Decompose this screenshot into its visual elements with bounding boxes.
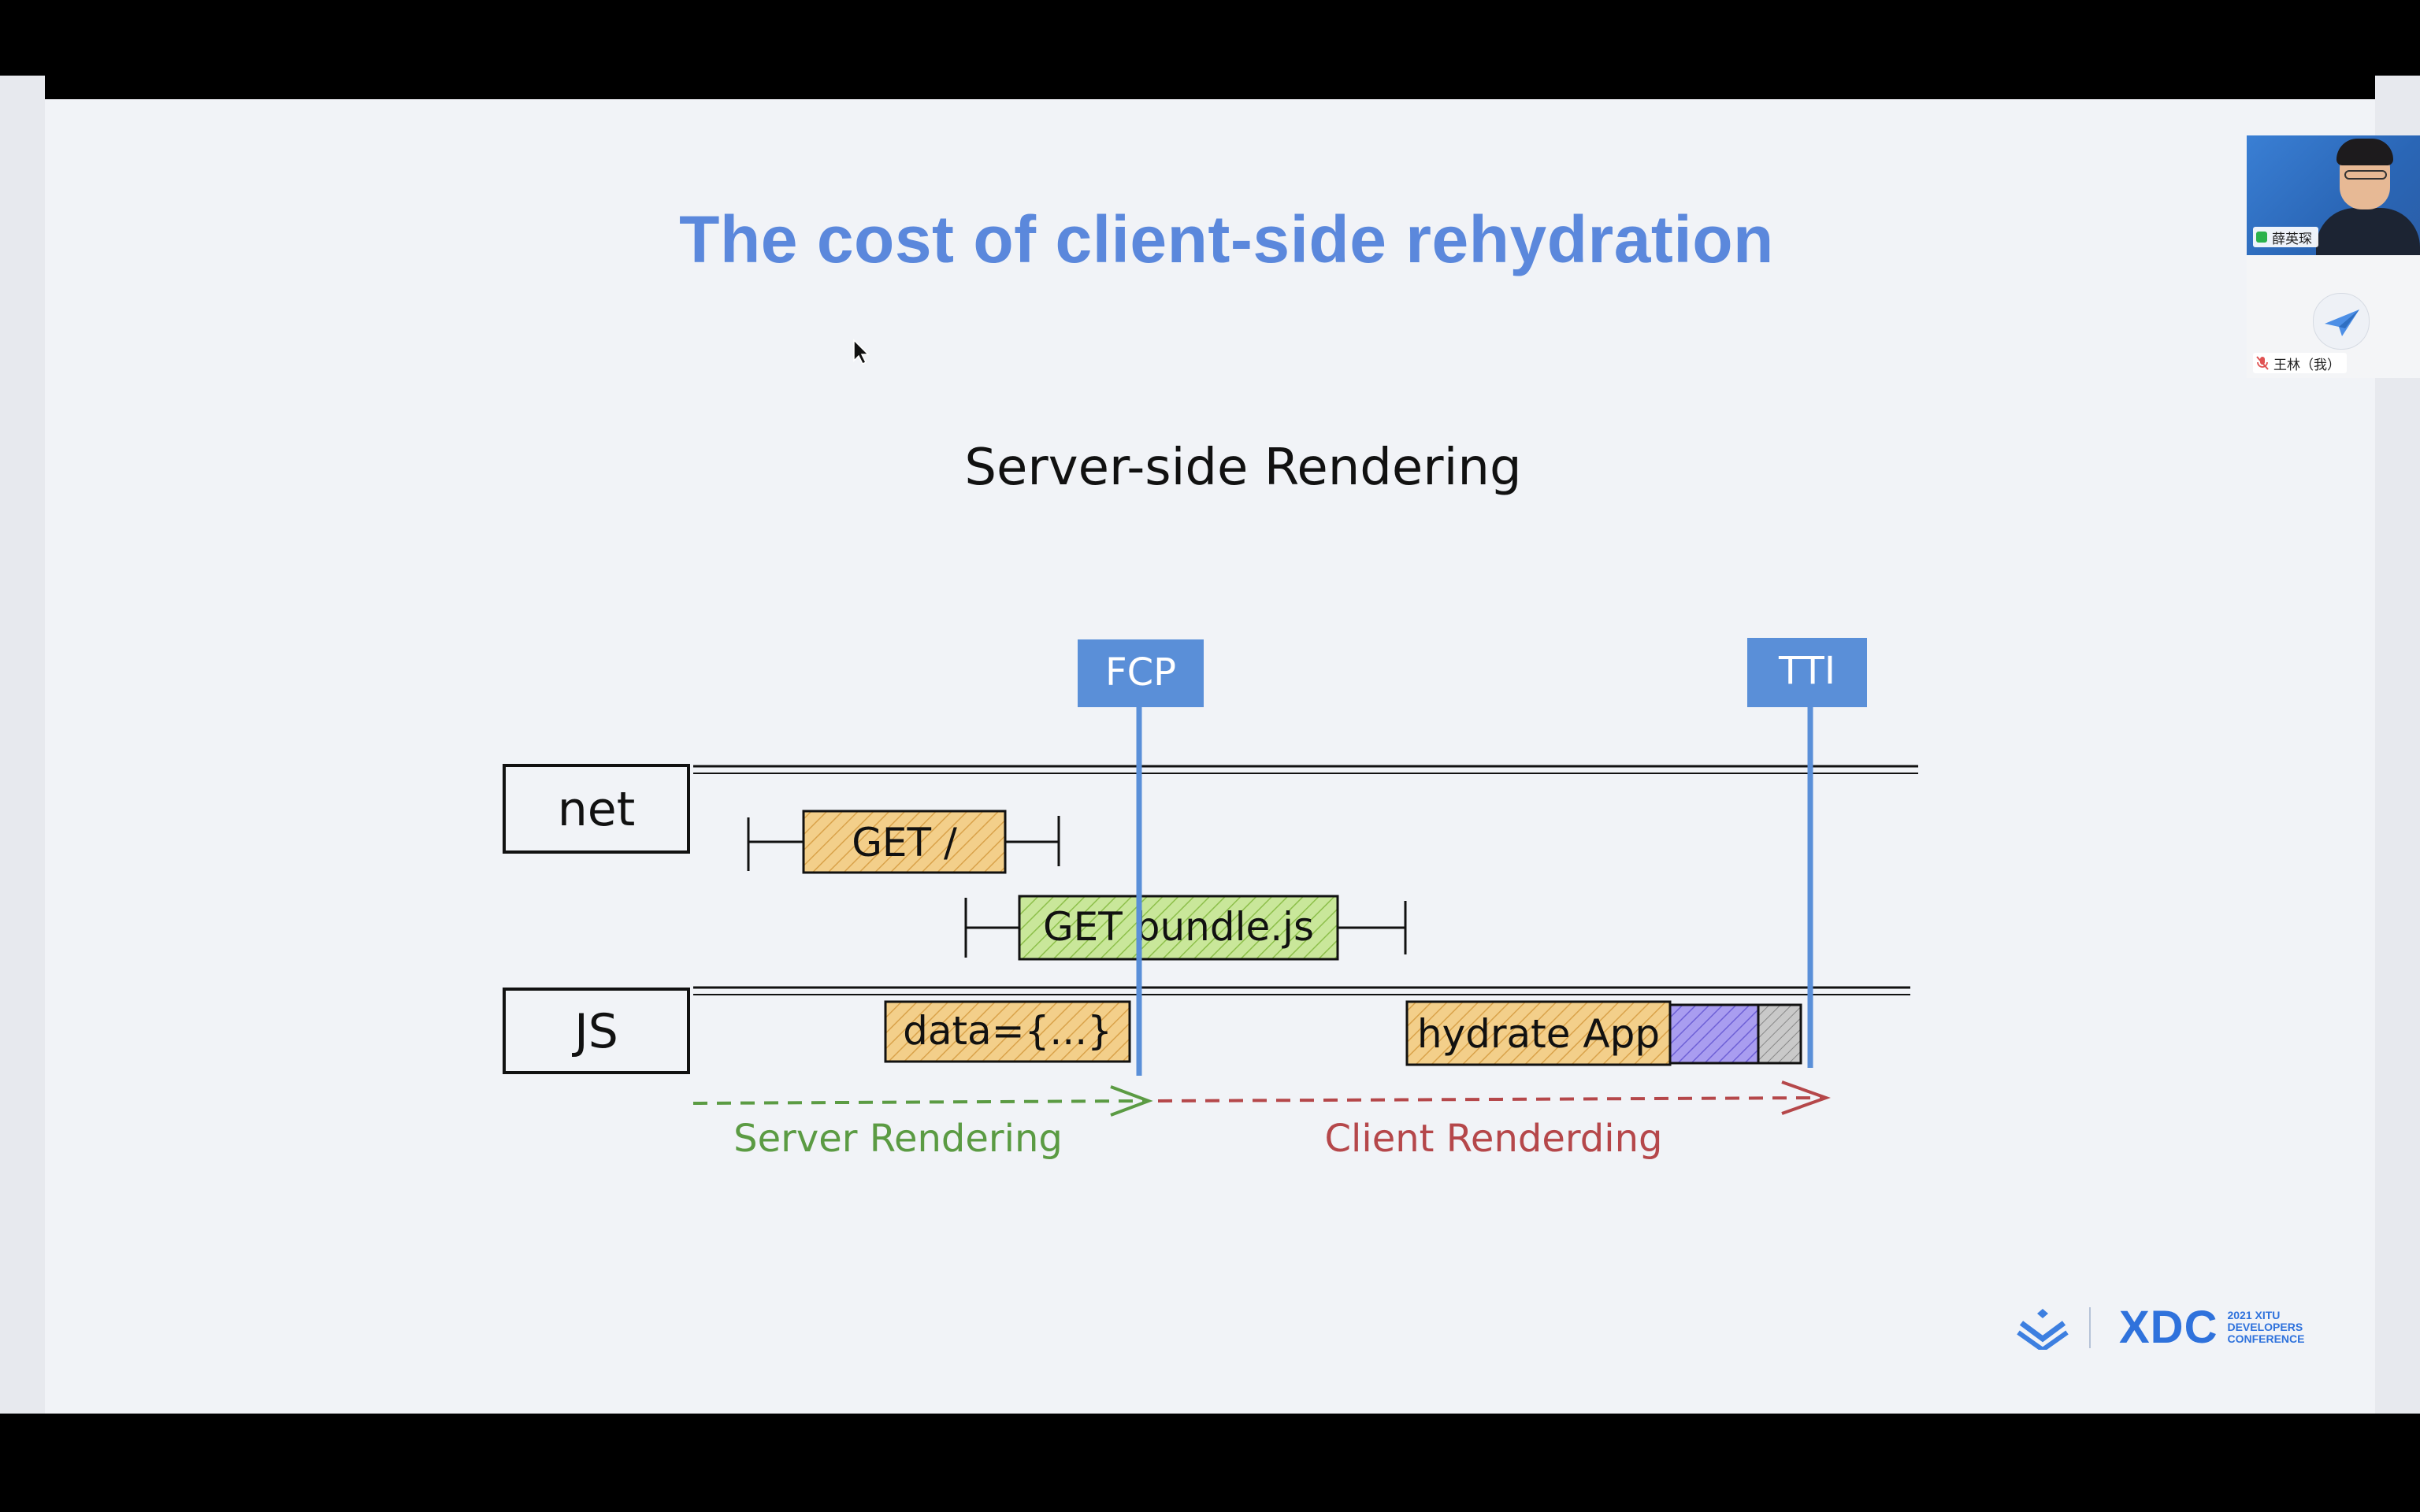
speaker-video-tile[interactable]: 薛英琛: [2247, 135, 2420, 255]
server-rendering-label: Server Rendering: [733, 1117, 1063, 1161]
client-rendering-arrow: [1157, 1096, 1825, 1102]
hydrate-purple-segment: [1668, 1003, 1760, 1065]
hydrate-gray-segment: [1757, 1003, 1802, 1065]
paper-plane-icon: [2325, 309, 2359, 336]
mic-muted-icon: [2256, 356, 2269, 370]
screen-top-bar: [0, 0, 2420, 99]
data-block-label: data={...}: [903, 1008, 1112, 1054]
xdc-logo-text: XDC: [2119, 1302, 2218, 1353]
self-name: 王林（我）: [2273, 357, 2340, 372]
get-bundle-block: [1018, 895, 1339, 961]
get-root-label: GET /: [852, 820, 957, 865]
speaker-name: 薛英琛: [2272, 231, 2312, 246]
self-avatar: [2313, 293, 2370, 350]
js-lane-label: JS: [571, 1004, 618, 1059]
fcp-badge: [1078, 639, 1204, 707]
xdc-sub-line-3: CONFERENCE: [2227, 1332, 2305, 1345]
server-rendering-arrowhead: [1110, 1085, 1153, 1117]
server-rendering-arrow: [692, 1099, 1145, 1105]
speaker-glasses: [2344, 170, 2387, 180]
speaker-body: [2316, 208, 2420, 255]
js-lane-box: [503, 988, 690, 1074]
hydrate-block: [1405, 1000, 1672, 1066]
tti-label: TTI: [1778, 649, 1835, 693]
get-root-block: [802, 810, 1007, 874]
slide-title: The cost of client-side rehydration: [679, 202, 1774, 276]
fcp-label: FCP: [1105, 650, 1176, 695]
juejin-logo-icon: [2017, 1308, 2069, 1350]
speaker-name-tag: 薛英琛: [2253, 227, 2318, 247]
presentation-slide: The cost of client-side rehydration: [45, 99, 2375, 1414]
logo-divider: [2089, 1306, 2091, 1348]
screen-bottom-bar: [0, 1414, 2420, 1512]
left-edge: [0, 76, 45, 1438]
tti-badge: [1747, 638, 1867, 707]
mouse-cursor-icon: [853, 339, 870, 365]
xdc-sub-line-2: DEVELOPERS: [2227, 1321, 2303, 1333]
xdc-sub-line-1: 2021 XITU: [2227, 1309, 2281, 1321]
data-block: [884, 1000, 1131, 1063]
hydrate-block-label: hydrate App: [1417, 1011, 1660, 1057]
net-lane-box: [503, 764, 690, 854]
diagram-heading: Server-side Rendering: [964, 439, 1521, 497]
xdc-logo: XDC 2021 XITU DEVELOPERS CONFERENCE: [2017, 1301, 2304, 1354]
mic-active-icon: [2256, 232, 2267, 243]
speaker-hair: [2336, 139, 2393, 165]
self-name-tag: 王林（我）: [2253, 353, 2347, 373]
client-rendering-label: Client Renderding: [1325, 1117, 1663, 1161]
get-bundle-label: GET bundle.js: [1043, 904, 1314, 950]
client-rendering-arrowhead: [1781, 1080, 1831, 1115]
video-panel: 薛英琛 王林（我）: [2247, 135, 2420, 378]
xdc-logo-subtitle: 2021 XITU DEVELOPERS CONFERENCE: [2227, 1310, 2304, 1345]
net-lane-label: net: [558, 782, 635, 837]
